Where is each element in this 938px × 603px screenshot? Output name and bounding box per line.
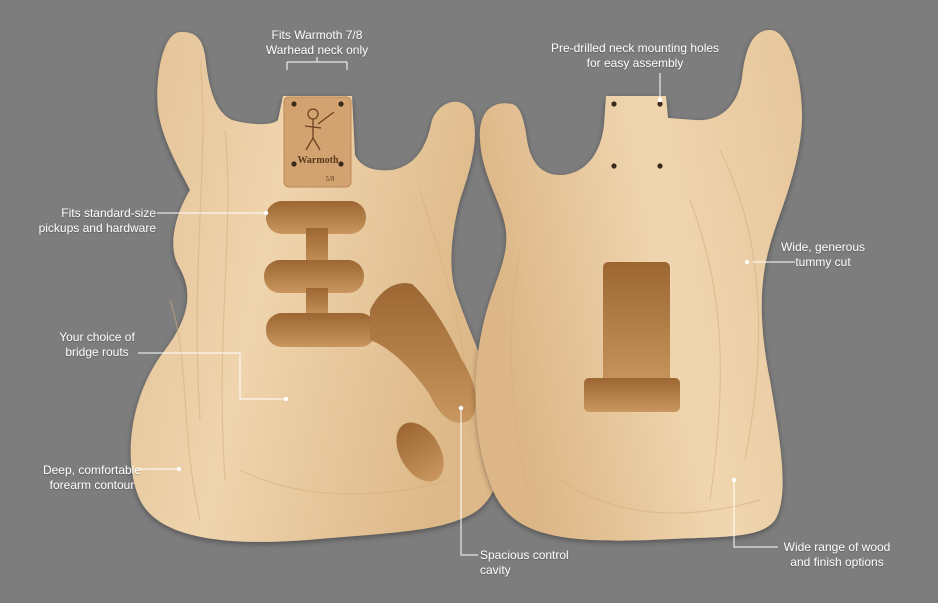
control-cavity	[370, 283, 477, 423]
callout-neck-fit: Fits Warmoth 7/8 Warhead neck only	[265, 28, 369, 57]
logo-monogram: 5/8	[326, 175, 335, 183]
callout-dots	[176, 97, 750, 483]
callout-control-cavity: Spacious control cavity	[480, 548, 569, 577]
callout-forearm: Deep, comfortable forearm contour	[42, 463, 142, 492]
callout-tummy-cut: Wide, generous tummy cut	[780, 240, 866, 269]
warmoth-logo	[304, 108, 335, 151]
callout-neck-holes: Pre-drilled neck mounting holes for easy…	[550, 41, 720, 70]
logo-text: Warmoth	[297, 155, 339, 166]
tremolo-cavity	[584, 262, 680, 412]
callout-bridge: Your choice of bridge routs	[59, 330, 135, 359]
pickup-routes	[264, 201, 376, 347]
callout-lines	[137, 57, 795, 556]
callout-pickups: Fits standard-size pickups and hardware	[38, 206, 156, 235]
output-jack	[396, 422, 444, 482]
neck-pocket	[283, 96, 352, 188]
callout-wood-finish: Wide range of wood and finish options	[783, 540, 891, 569]
